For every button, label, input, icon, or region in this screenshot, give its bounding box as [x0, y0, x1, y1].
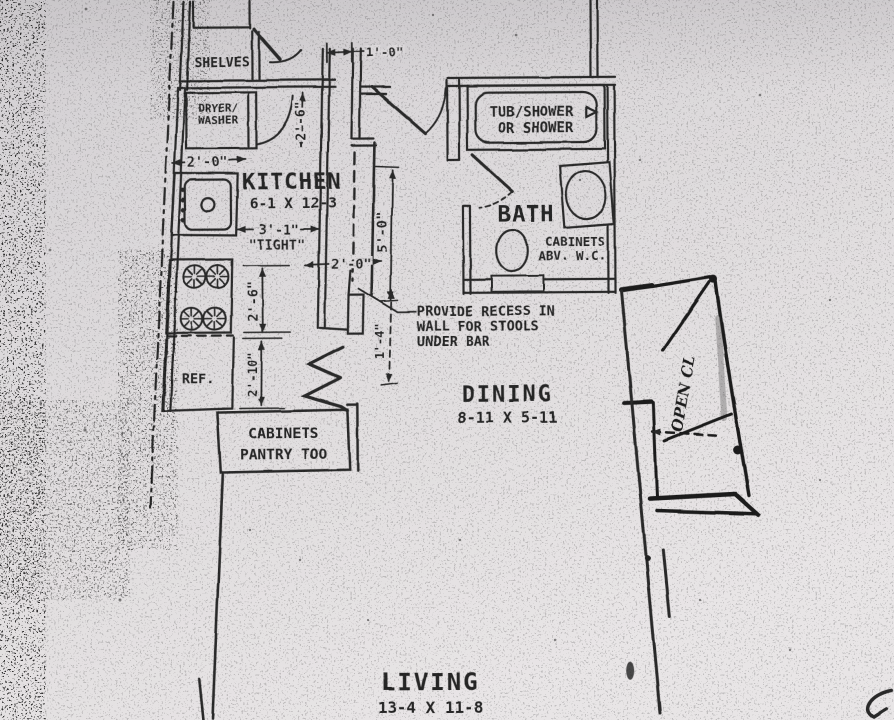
stray-dots — [48, 7, 832, 652]
